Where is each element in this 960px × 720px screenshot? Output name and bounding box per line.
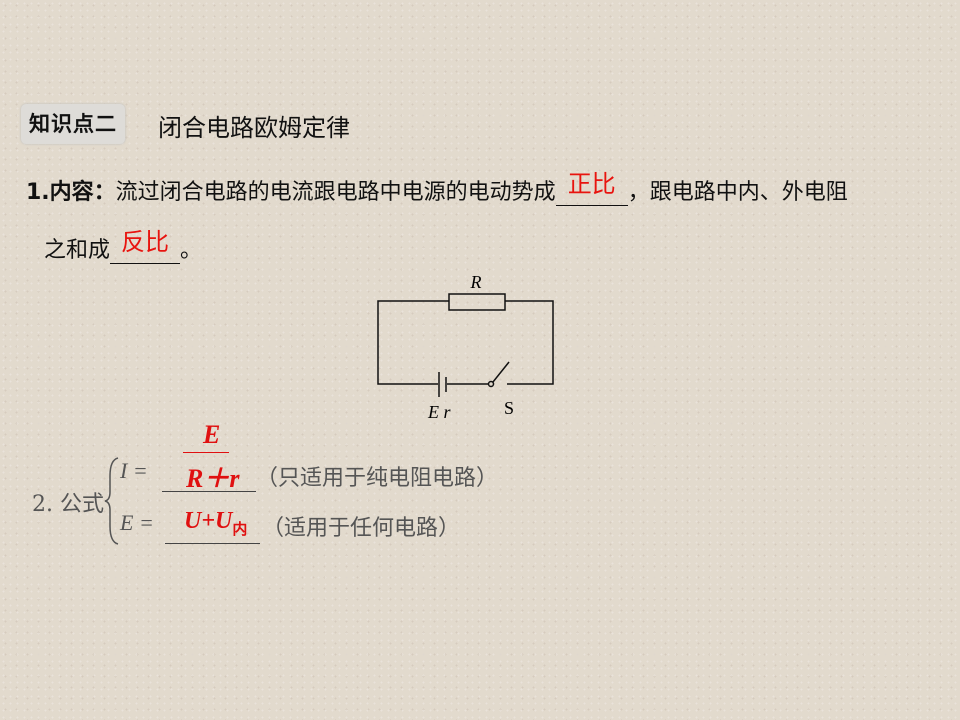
blank-1: 正比 xyxy=(555,170,628,206)
switch-pivot xyxy=(487,380,495,388)
resistor-label: R xyxy=(470,272,482,292)
content-label: 1.内容： xyxy=(26,180,116,205)
switch-lever xyxy=(492,361,510,383)
blank-3 xyxy=(162,491,256,492)
wire xyxy=(377,300,449,385)
section-tag: 知识点二 xyxy=(21,104,125,144)
circuit-diagram: R E r S xyxy=(377,272,554,422)
content-text: 流过闭合电路的电流跟电路中电源的电动势成 xyxy=(115,180,556,205)
formula-2-answer: U+U内 xyxy=(184,508,247,539)
blank-2: 反比 xyxy=(110,228,181,264)
switch-label: S xyxy=(504,398,514,418)
brace xyxy=(104,457,119,545)
formula-1-lhs: I = xyxy=(120,458,148,483)
formula-2-subscript: 内 xyxy=(232,520,248,538)
formula-1-numerator: E xyxy=(203,420,221,449)
formula-2-answer-main: U+U xyxy=(184,508,233,534)
fraction-bar xyxy=(183,452,229,453)
blank-4 xyxy=(165,543,260,544)
formula-2-lhs: E = xyxy=(120,510,154,535)
section-title: 闭合电路欧姆定律 xyxy=(158,114,350,142)
answer-1: 正比 xyxy=(567,170,616,198)
wire xyxy=(505,300,554,385)
content-line-2: 之和成反比。 xyxy=(44,228,203,264)
source-label: E r xyxy=(427,402,451,422)
formula-2-note: （适用于任何电路） xyxy=(262,516,461,541)
content-text: ，跟电路中内、外电阻 xyxy=(627,180,848,205)
content-text: 之和成 xyxy=(44,238,111,263)
resistor xyxy=(448,293,506,311)
content-line-1: 1.内容：流过闭合电路的电流跟电路中电源的电动势成正比 ，跟电路中内、外电阻 xyxy=(26,170,848,206)
formula-label: 2. 公式 xyxy=(32,492,104,517)
formula-1-denominator: R＋r xyxy=(186,464,240,493)
answer-2: 反比 xyxy=(121,228,170,256)
content-text: 。 xyxy=(180,238,203,263)
formula-1-note: （只适用于纯电阻电路） xyxy=(256,466,499,491)
